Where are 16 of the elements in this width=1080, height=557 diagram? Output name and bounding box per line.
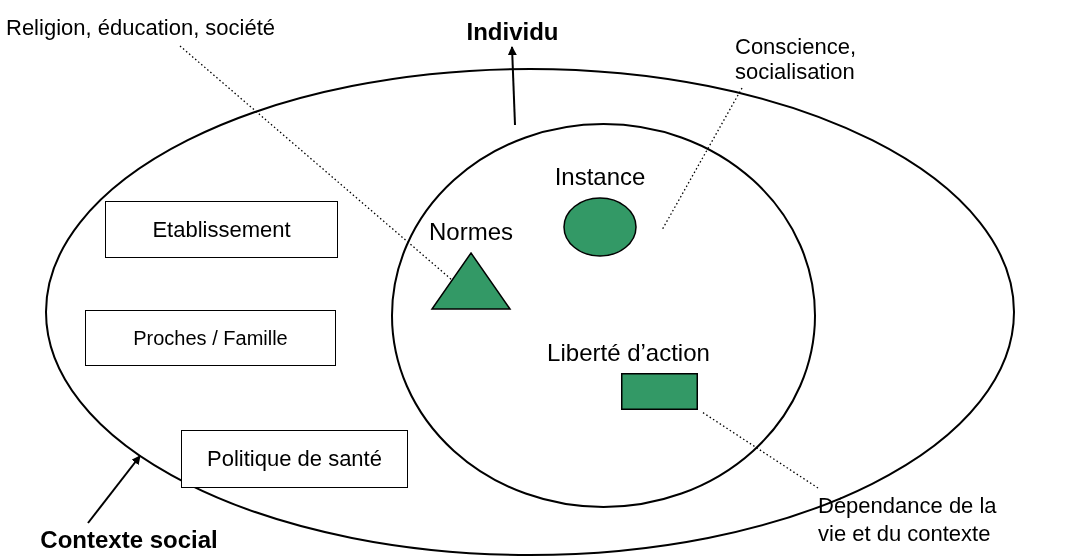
leader-line: [179, 45, 453, 281]
annotation-text: Contexte social: [40, 525, 218, 555]
leader-line: [701, 411, 819, 489]
label-box: Politique de santé: [181, 430, 408, 488]
leader-line: [661, 87, 743, 231]
annotation-text: Religion, éducation, société: [6, 14, 276, 42]
shape-label: Normes: [429, 218, 513, 246]
arrow: [87, 455, 141, 524]
arrow: [507, 46, 517, 126]
shape-label: Liberté d’action: [547, 339, 710, 367]
annotation-text: Individu: [466, 17, 559, 47]
annotation-text: Dépendance de la vie et du contexte: [818, 492, 998, 547]
label-box: Etablissement: [105, 201, 338, 258]
annotation-text: Conscience, socialisation: [735, 34, 858, 85]
label-box: Proches / Famille: [85, 310, 336, 366]
shape-label: Instance: [554, 163, 646, 191]
